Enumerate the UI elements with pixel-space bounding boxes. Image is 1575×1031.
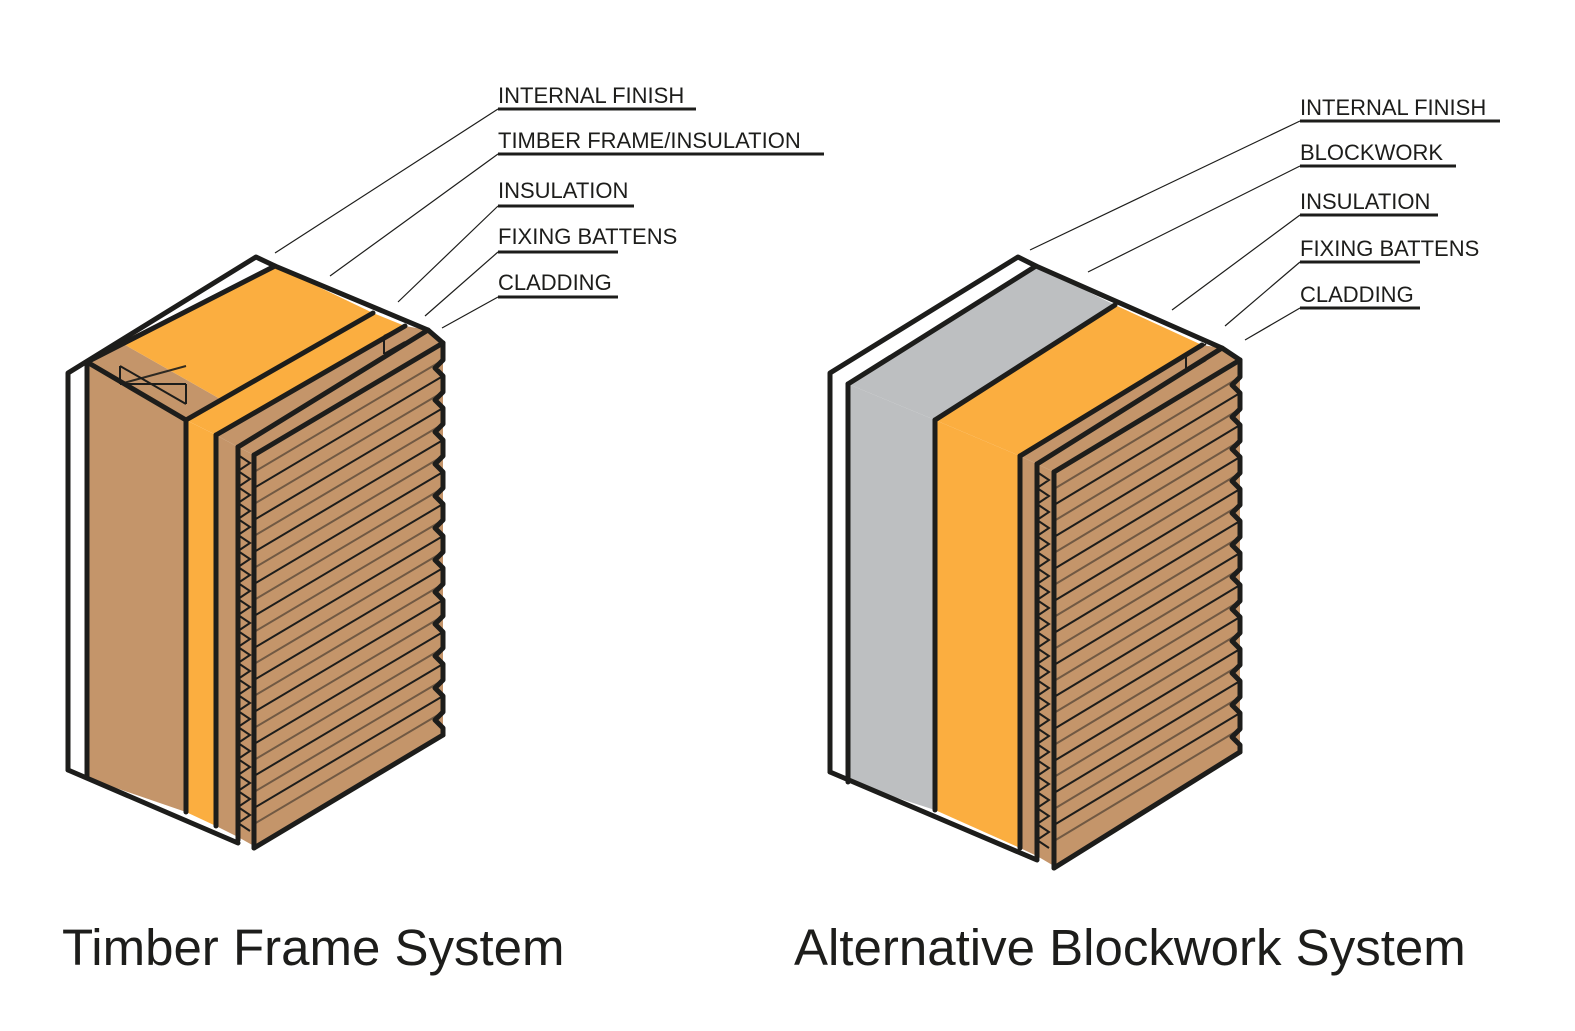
block-cladding-boards xyxy=(1053,376,1241,842)
timber-cladding-boards xyxy=(253,359,444,825)
block-leaders xyxy=(1029,119,1500,341)
timber-outline xyxy=(65,254,446,851)
block-outline xyxy=(827,254,1243,871)
block-blockwork-top xyxy=(848,266,1115,420)
timber-frame-caption: Timber Frame System xyxy=(62,919,565,976)
block-blockwork-face xyxy=(848,384,935,810)
timber-label-fixing-battens: FIXING BATTENS xyxy=(498,224,677,249)
timber-label-timber-frame-insulation: TIMBER FRAME/INSULATION xyxy=(498,128,801,153)
block-cladding-edge-right xyxy=(1229,357,1243,755)
timber-batten-top xyxy=(216,326,428,447)
timber-cladding-edge-right xyxy=(432,340,446,738)
timber-stud-cross xyxy=(119,365,187,405)
block-internal-finish-top xyxy=(830,257,1036,384)
block-cladding-top xyxy=(1037,348,1240,472)
timber-frame-top xyxy=(87,342,222,420)
block-layer-labels: INTERNAL FINISH BLOCKWORK INSULATION FIX… xyxy=(1300,95,1486,307)
timber-insulation-face xyxy=(186,420,216,826)
blockwork-caption: Alternative Blockwork System xyxy=(794,919,1466,976)
timber-label-cladding: CLADDING xyxy=(498,270,612,295)
block-label-internal-finish: INTERNAL FINISH xyxy=(1300,95,1486,120)
timber-frame-wall-section xyxy=(65,254,446,851)
block-insulation-top xyxy=(935,305,1202,456)
block-label-fixing-battens: FIXING BATTENS xyxy=(1300,236,1479,261)
timber-layer-labels: INTERNAL FINISH TIMBER FRAME/INSULATION … xyxy=(498,83,801,295)
timber-label-internal-finish: INTERNAL FINISH xyxy=(498,83,684,108)
block-label-cladding: CLADDING xyxy=(1300,282,1414,307)
timber-frame-face xyxy=(87,362,186,812)
block-cladding-side xyxy=(1054,360,1240,866)
timber-internal-finish-face xyxy=(68,362,87,778)
blockwork-wall-section xyxy=(827,254,1243,871)
timber-batten-face xyxy=(216,435,238,837)
block-batten-face xyxy=(1020,456,1037,856)
timber-cladding-top xyxy=(238,330,443,455)
block-internal-finish-face xyxy=(830,373,848,782)
block-label-blockwork: BLOCKWORK xyxy=(1300,140,1443,165)
timber-insulation-top-b xyxy=(186,313,405,435)
timber-label-insulation: INSULATION xyxy=(498,178,628,203)
block-insulation-face xyxy=(935,420,1020,848)
block-label-insulation: INSULATION xyxy=(1300,189,1430,214)
timber-leaders xyxy=(274,107,824,329)
block-batten-top xyxy=(1020,345,1222,464)
